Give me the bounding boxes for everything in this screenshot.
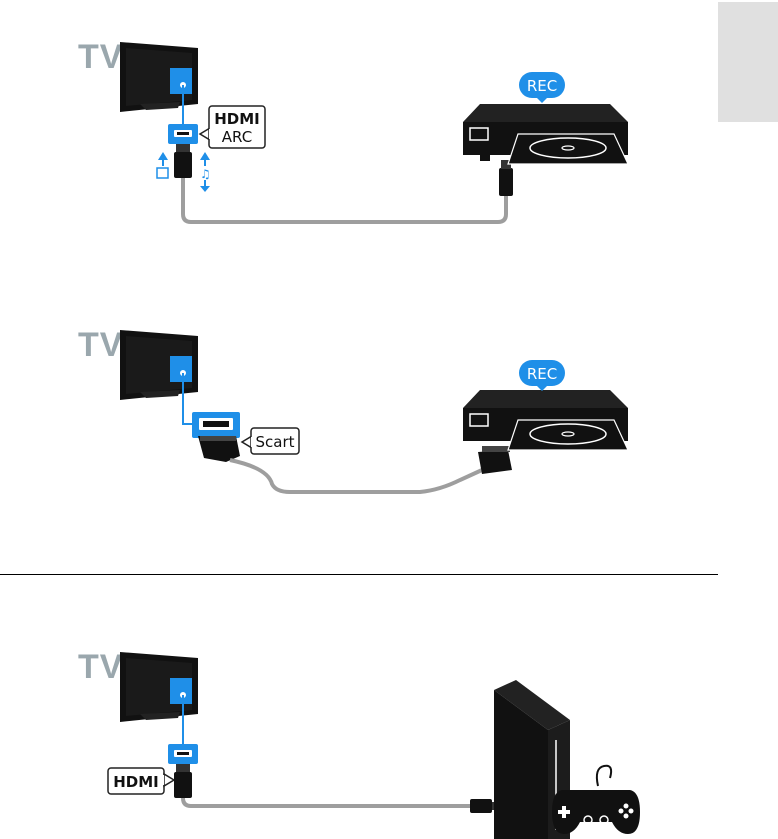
scart-callout: Scart [240,427,300,455]
game-controller-icon [552,764,640,834]
diagram-hdmi-game-console: HDMI [107,652,640,839]
rec-badge-text: REC [527,365,557,383]
hdmi-plug-icon [174,764,192,798]
tv-label-3: TV [78,648,124,686]
console-plug-icon [470,799,498,813]
rec-badge: REC [519,72,565,103]
rec-badge-text: REC [527,77,557,95]
scart-port-icon [192,412,240,438]
tv-label-1: TV [78,38,124,76]
tv-icon [120,330,198,400]
recorder-plug-icon [499,160,513,196]
hdmi-port-icon [168,124,198,144]
recorder-icon [463,390,629,451]
hdmi-port-icon [168,744,198,764]
diagram-hdmi-arc-recorder: HDMI ARC ♫ [120,42,629,224]
hdmi-callout: HDMI [107,767,176,795]
hdmi-plug-icon [174,144,192,178]
arc-signal-arrows-icon: ♫ [156,152,211,192]
hdmi-arc-callout: HDMI ARC [198,105,266,149]
recorder-scart-plug-icon [478,446,512,474]
page-side-tab [718,2,778,122]
section-divider [0,574,718,575]
hdmi-label: HDMI [113,773,159,791]
recorder-icon [463,104,629,165]
tv-icon [120,42,198,112]
hdmi-arc-label-line1: HDMI [214,110,260,128]
rec-badge: REC [519,360,565,391]
hdmi-arc-label-line2: ARC [222,128,252,146]
tv-label-2: TV [78,326,124,364]
scart-plug-icon [198,436,240,462]
scart-label: Scart [255,433,294,451]
diagram-scart-recorder: Scart REC [120,330,629,494]
svg-text:♫: ♫ [200,167,211,181]
tv-icon [120,652,198,722]
